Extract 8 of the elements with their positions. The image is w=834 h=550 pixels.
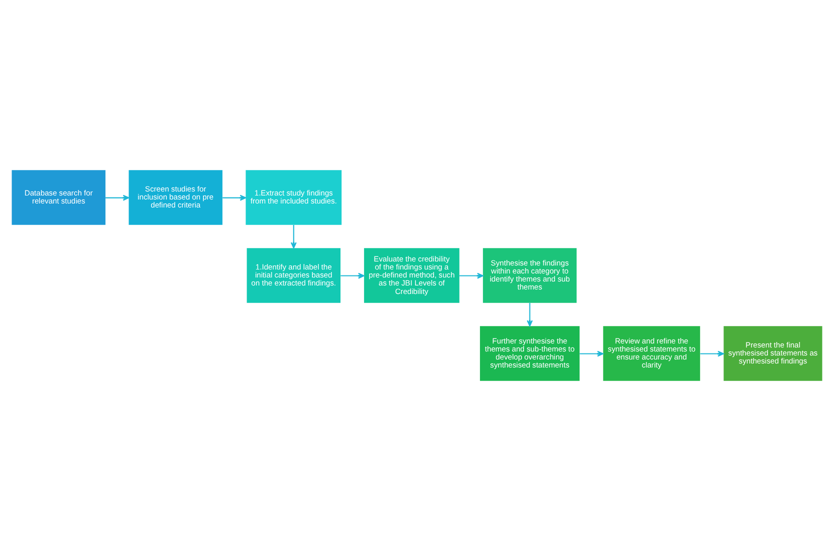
arrow bbox=[459, 272, 484, 278]
arrow bbox=[526, 302, 533, 326]
arrow bbox=[580, 350, 604, 356]
arrow bbox=[290, 224, 297, 248]
arrow bbox=[340, 272, 364, 278]
arrow bbox=[106, 194, 130, 200]
arrow bbox=[222, 194, 246, 200]
arrow bbox=[700, 350, 724, 356]
